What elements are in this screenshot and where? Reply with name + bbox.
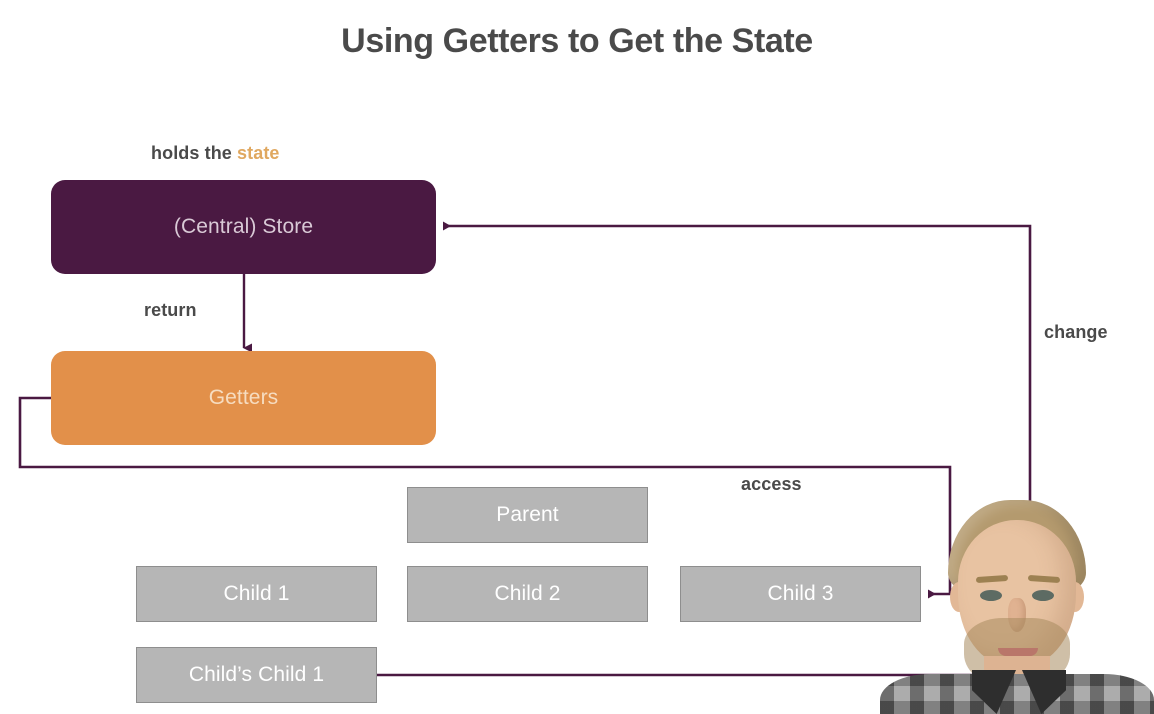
node-getters-label: Getters: [208, 386, 279, 409]
presenter-plaid-shirt: [880, 674, 1154, 714]
node-central-store[interactable]: (Central) Store: [51, 180, 436, 274]
edge-label-access: access: [741, 474, 802, 494]
node-childs-child-1[interactable]: Child’s Child 1: [136, 647, 377, 703]
node-child-1-label: Child 1: [223, 582, 290, 605]
node-child-3-label: Child 3: [767, 582, 834, 605]
node-parent[interactable]: Parent: [407, 487, 648, 543]
presenter-mouth: [998, 648, 1038, 656]
node-central-store-label: (Central) Store: [173, 215, 314, 238]
node-child-2[interactable]: Child 2: [407, 566, 648, 622]
presenter-eye-right: [1032, 590, 1054, 601]
edge-label-holds-the-state: holds the state: [151, 143, 280, 164]
node-child-3[interactable]: Child 3: [680, 566, 921, 622]
node-childs-child-1-label: Child’s Child 1: [188, 663, 325, 686]
presenter-webcam-overlay: [880, 498, 1154, 714]
edge-label-return: return: [144, 300, 197, 320]
edge-label-change: change: [1044, 322, 1108, 342]
presenter-eye-left: [980, 590, 1002, 601]
node-child-1[interactable]: Child 1: [136, 566, 377, 622]
page-title: Using Getters to Get the State: [341, 22, 813, 60]
node-parent-label: Parent: [496, 503, 559, 526]
node-getters[interactable]: Getters: [51, 351, 436, 445]
holds-the-text: holds the: [151, 143, 237, 163]
state-text: state: [237, 143, 280, 163]
node-child-2-label: Child 2: [494, 582, 561, 605]
